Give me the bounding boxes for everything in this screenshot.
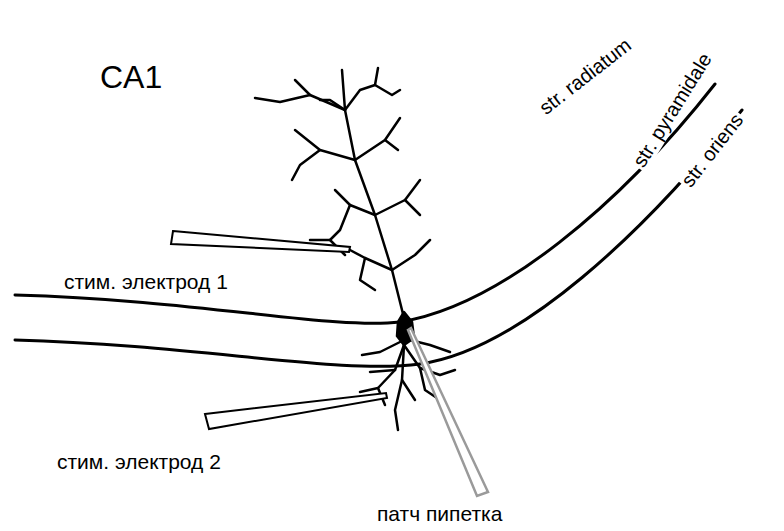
layer-label: str. radiatum [533,32,636,120]
layer-boundary [15,84,715,323]
electrode-label: стим. электрод 2 [55,450,223,473]
electrode-label: стим. электрод 1 [62,270,230,293]
pipette-label: патч пипетка [375,502,504,525]
layer-boundary [15,110,742,366]
stimulating-electrode [205,393,387,429]
region-label: CA1 [98,60,164,95]
patch-pipette [408,328,488,496]
stimulating-electrode [171,231,350,252]
